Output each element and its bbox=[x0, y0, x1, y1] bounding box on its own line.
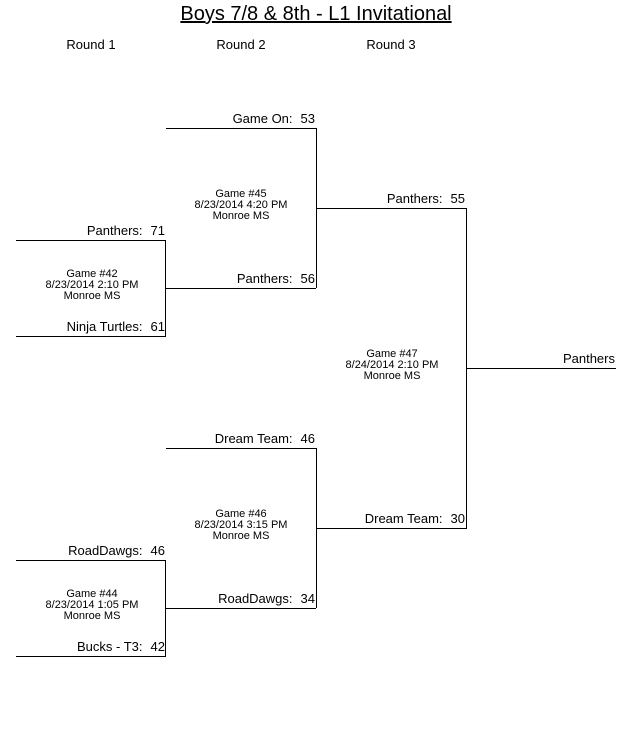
team-name: Dream Team: bbox=[214, 431, 293, 446]
bracket-connector bbox=[165, 240, 166, 336]
team-name: Panthers: bbox=[236, 271, 293, 286]
team-score: 61 bbox=[150, 319, 165, 334]
team-score: 56 bbox=[300, 271, 315, 286]
game-datetime: 8/23/2014 4:20 PM bbox=[194, 199, 288, 211]
team-slot-r1-g44-bottom: Bucks - T3: 42 bbox=[77, 639, 165, 654]
round-2-header: Round 2 bbox=[216, 37, 266, 52]
game-location: Monroe MS bbox=[63, 290, 121, 302]
bracket-connector bbox=[316, 128, 317, 288]
game-number: Game #46 bbox=[215, 508, 267, 520]
bracket-line bbox=[467, 368, 616, 369]
game-location: Monroe MS bbox=[212, 210, 270, 222]
bracket-line bbox=[16, 560, 166, 561]
team-score: 34 bbox=[300, 591, 315, 606]
team-name: Dream Team: bbox=[364, 511, 443, 526]
bracket-title: Boys 7/8 & 8th - L1 Invitational bbox=[180, 3, 452, 25]
team-slot-r3-g47-bottom: Dream Team: 30 bbox=[365, 511, 465, 526]
game-info-45: Game #45 8/23/2014 4:20 PM Monroe MS bbox=[171, 189, 311, 222]
team-score: 46 bbox=[300, 431, 315, 446]
team-slot-r2-g45-bottom: Panthers: 56 bbox=[237, 271, 315, 286]
team-name: RoadDawgs: bbox=[218, 591, 293, 606]
team-name: Game On: bbox=[232, 111, 293, 126]
team-slot-r1-g44-top: RoadDawgs: 46 bbox=[68, 543, 165, 558]
team-slot-r2-g46-top: Dream Team: 46 bbox=[215, 431, 315, 446]
team-slot-r2-g45-top: Game On: 53 bbox=[233, 111, 315, 126]
team-score: 30 bbox=[450, 511, 465, 526]
bracket-line bbox=[166, 608, 316, 609]
team-score: 46 bbox=[150, 543, 165, 558]
team-slot-r2-g46-bottom: RoadDawgs: 34 bbox=[218, 591, 315, 606]
bracket-line bbox=[166, 288, 316, 289]
team-name: Panthers: bbox=[386, 191, 443, 206]
game-number: Game #45 bbox=[215, 188, 267, 200]
game-datetime: 8/23/2014 3:15 PM bbox=[194, 519, 288, 531]
game-info-42: Game #42 8/23/2014 2:10 PM Monroe MS bbox=[22, 269, 162, 302]
team-slot-r3-g47-top: Panthers: 55 bbox=[387, 191, 465, 206]
team-slot-r1-g42-top: Panthers: 71 bbox=[87, 223, 165, 238]
team-slot-r1-g42-bottom: Ninja Turtles: 61 bbox=[67, 319, 165, 334]
team-score: 71 bbox=[150, 223, 165, 238]
team-name: Panthers: bbox=[86, 223, 143, 238]
bracket-line bbox=[317, 528, 467, 529]
round-1-header: Round 1 bbox=[66, 37, 116, 52]
bracket-connector bbox=[165, 560, 166, 656]
game-location: Monroe MS bbox=[212, 530, 270, 542]
round-3-header: Round 3 bbox=[366, 37, 416, 52]
game-number: Game #44 bbox=[66, 588, 118, 600]
game-location: Monroe MS bbox=[63, 610, 121, 622]
game-info-46: Game #46 8/23/2014 3:15 PM Monroe MS bbox=[171, 509, 311, 542]
bracket-line bbox=[16, 336, 166, 337]
team-name: Ninja Turtles: bbox=[66, 319, 143, 334]
bracket-connector bbox=[316, 448, 317, 608]
bracket-line bbox=[16, 656, 166, 657]
game-datetime: 8/23/2014 1:05 PM bbox=[45, 599, 139, 611]
bracket-connector bbox=[466, 208, 467, 528]
bracket-line bbox=[166, 128, 316, 129]
game-info-44: Game #44 8/23/2014 1:05 PM Monroe MS bbox=[22, 589, 162, 622]
bracket-line bbox=[166, 448, 316, 449]
team-name: RoadDawgs: bbox=[68, 543, 143, 558]
bracket-line bbox=[16, 240, 166, 241]
champion-name: Panthers bbox=[562, 351, 615, 366]
team-name: Bucks - T3: bbox=[77, 639, 143, 654]
game-number: Game #47 bbox=[366, 348, 418, 360]
team-score: 53 bbox=[300, 111, 315, 126]
game-location: Monroe MS bbox=[363, 370, 421, 382]
bracket-line bbox=[317, 208, 467, 209]
game-datetime: 8/24/2014 2:10 PM bbox=[345, 359, 439, 371]
team-score: 42 bbox=[150, 639, 165, 654]
game-datetime: 8/23/2014 2:10 PM bbox=[45, 279, 139, 291]
game-info-47: Game #47 8/24/2014 2:10 PM Monroe MS bbox=[322, 349, 462, 382]
team-score: 55 bbox=[450, 191, 465, 206]
game-number: Game #42 bbox=[66, 268, 118, 280]
